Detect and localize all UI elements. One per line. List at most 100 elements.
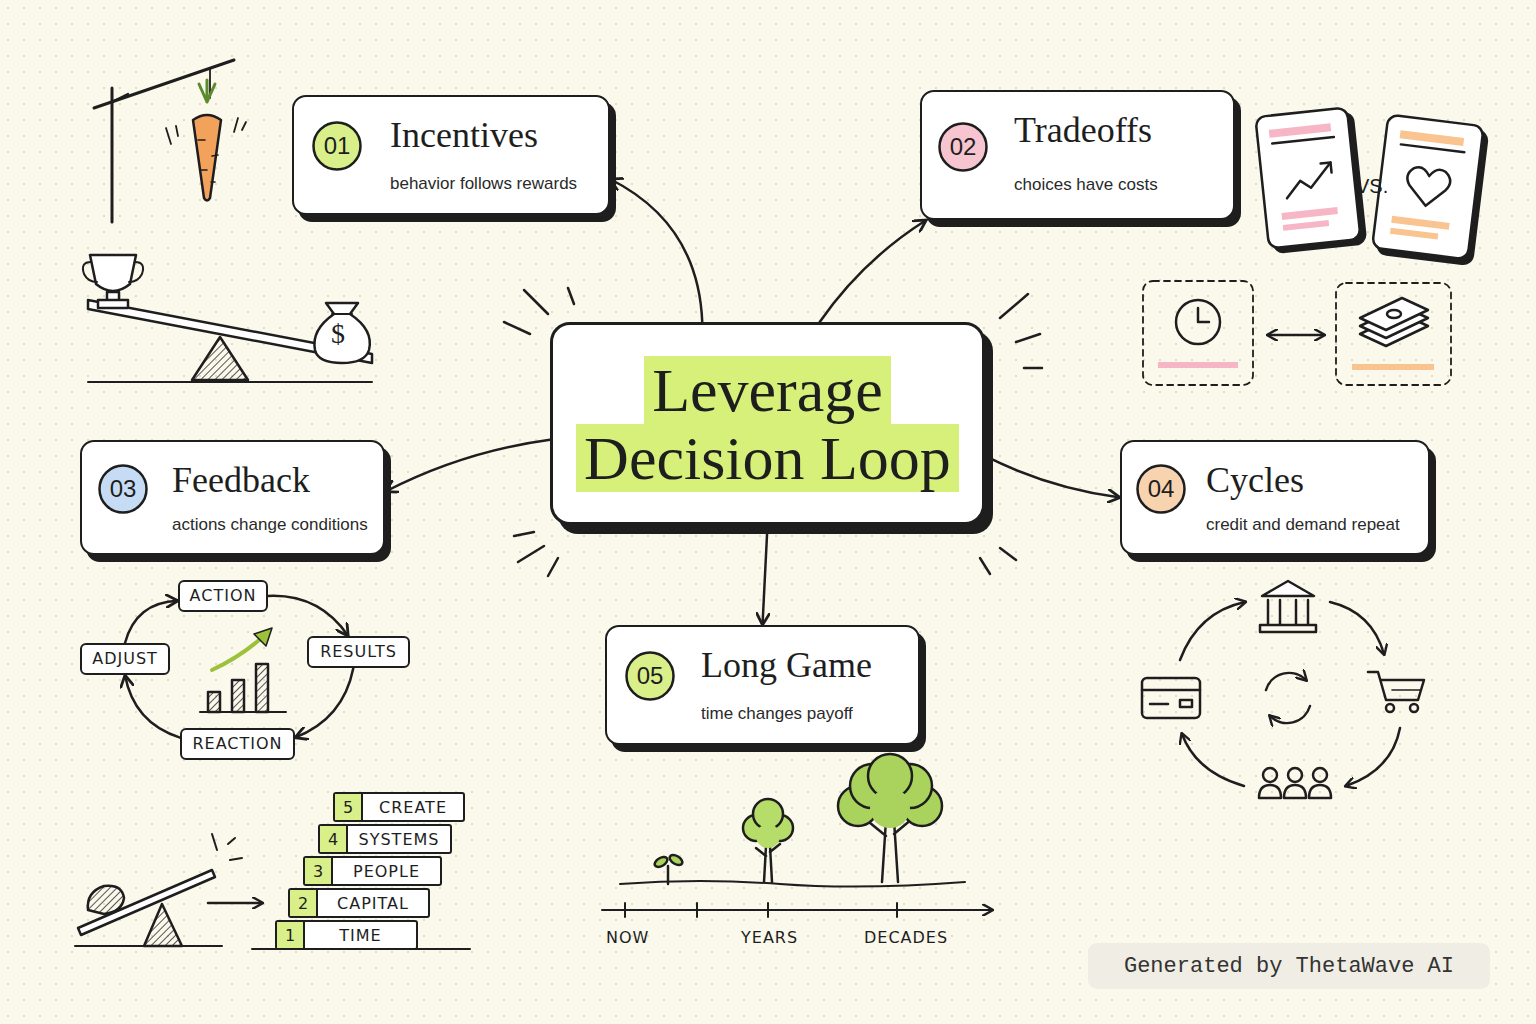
step-label: CREATE <box>363 794 463 820</box>
growth-timeline <box>653 855 669 869</box>
tradeoff-cards <box>1255 107 1488 265</box>
tradeoff-cards <box>1283 220 1329 231</box>
growth-timeline <box>756 844 780 882</box>
burst-lines <box>518 546 544 562</box>
credit-cycle <box>1392 689 1420 691</box>
step-number: 2 <box>290 890 318 916</box>
growth-timeline <box>756 824 780 848</box>
connector-arrow <box>268 596 348 636</box>
burst-lines <box>524 290 548 314</box>
watermark: Generated by ThetaWave AI <box>1088 943 1490 989</box>
number-badge: 04 <box>1136 464 1186 514</box>
number-badge: 05 <box>625 651 675 701</box>
credit-cycle <box>1267 600 1270 624</box>
step-label: SYSTEMS <box>348 826 450 852</box>
time-money-boxes <box>1176 300 1220 344</box>
connector-arrow <box>820 220 927 322</box>
growth-timeline <box>668 853 684 867</box>
time-money-boxes <box>1143 281 1253 385</box>
carrot-on-stick <box>199 80 215 102</box>
step-number: 3 <box>305 858 333 884</box>
burst-lines <box>980 558 990 574</box>
stair-step: 3PEOPLE <box>303 856 442 886</box>
credit-cycle <box>1330 602 1384 654</box>
trophy-seesaw <box>314 303 369 363</box>
tradeoff-cards <box>1255 107 1366 253</box>
carrot-on-stick <box>111 88 114 222</box>
tradeoff-cards <box>1282 207 1338 220</box>
time-money-boxes <box>1352 364 1434 370</box>
growth-timeline <box>696 903 698 917</box>
growth-timeline <box>620 881 965 887</box>
step-label: CAPITAL <box>318 890 428 916</box>
box-heading: Tradeoffs <box>1014 110 1223 150</box>
connector-arrow <box>125 675 180 738</box>
trophy-seesaw <box>83 255 372 382</box>
tradeoff-cards <box>1401 144 1465 152</box>
tradeoff-cards <box>1371 115 1488 265</box>
callout-number: 04 <box>1136 464 1186 514</box>
burst-lines <box>548 558 558 576</box>
loop-step-box: ACTION <box>178 580 268 612</box>
carrot-on-stick <box>166 118 246 144</box>
tradeoff-cards <box>1284 163 1334 199</box>
time-money-boxes <box>1198 308 1209 322</box>
credit-cycle <box>1262 581 1314 596</box>
credit-cycle <box>1386 704 1394 712</box>
lever-rock <box>144 904 182 946</box>
loop-step-label: RESULTS <box>320 643 397 661</box>
box-subtitle: choices have costs <box>1014 174 1223 195</box>
tradeoff-cards <box>1372 115 1484 260</box>
versus-label: VS. <box>1356 175 1388 198</box>
number-badge: 02 <box>938 122 988 172</box>
trophy-seesaw <box>88 300 372 363</box>
box-heading: Feedback <box>172 460 373 500</box>
concept-box: Feedbackactions change conditions03 <box>80 440 385 555</box>
carrot-on-stick <box>198 140 218 182</box>
axis-label: YEARS <box>741 928 798 947</box>
trophy-seesaw <box>90 255 136 291</box>
credit-cycle <box>1142 678 1200 718</box>
step-number: 1 <box>277 922 305 948</box>
credit-cycle <box>1263 768 1277 782</box>
concept-box: Tradeoffs choices have costs 02 <box>920 90 1235 220</box>
time-money-boxes <box>1387 310 1401 318</box>
growth-chart <box>232 680 244 712</box>
stair-step: 1TIME <box>275 920 418 950</box>
loop-step-label: ADJUST <box>92 650 158 668</box>
box-heading: Incentives <box>390 115 598 155</box>
lever-rock <box>78 870 215 935</box>
burst-lines <box>504 322 530 334</box>
credit-cycle <box>1313 768 1327 782</box>
growth-timeline <box>602 909 992 911</box>
step-label: PEOPLE <box>333 858 440 884</box>
concept-box: Long Game time changes payoff 05 <box>605 625 920 745</box>
connector-arrow <box>125 601 178 643</box>
callout-number: 03 <box>98 464 148 514</box>
tradeoff-cards <box>1269 123 1331 137</box>
tradeoff-cards <box>1272 137 1334 143</box>
loop-step-box: RESULTS <box>307 636 410 668</box>
connector-arrow <box>610 179 702 322</box>
box-subtitle: time changes payoff <box>701 703 908 724</box>
stair-step: 4SYSTEMS <box>318 824 452 854</box>
callout-number: 05 <box>625 651 675 701</box>
trophy-seesaw <box>332 313 352 315</box>
loop-step-box: REACTION <box>180 728 295 760</box>
trophy-seesaw <box>83 262 143 282</box>
credit-cycle <box>1182 734 1244 786</box>
axis-label: DECADES <box>864 928 948 947</box>
time-money-boxes <box>1268 334 1324 337</box>
box-heading: Long Game <box>701 645 908 685</box>
central-box: Leverage Decision Loop <box>550 322 985 525</box>
growth-timeline <box>767 903 769 917</box>
step-number: 5 <box>335 794 363 820</box>
trophy-seesaw <box>192 337 248 380</box>
time-money-boxes <box>1158 362 1238 368</box>
stair-step: 5CREATE <box>333 792 465 822</box>
time-money-boxes <box>1143 281 1451 385</box>
credit-cycle <box>1180 700 1192 707</box>
burst-lines <box>1000 548 1016 560</box>
central-title: Leverage Decision Loop <box>576 356 959 492</box>
